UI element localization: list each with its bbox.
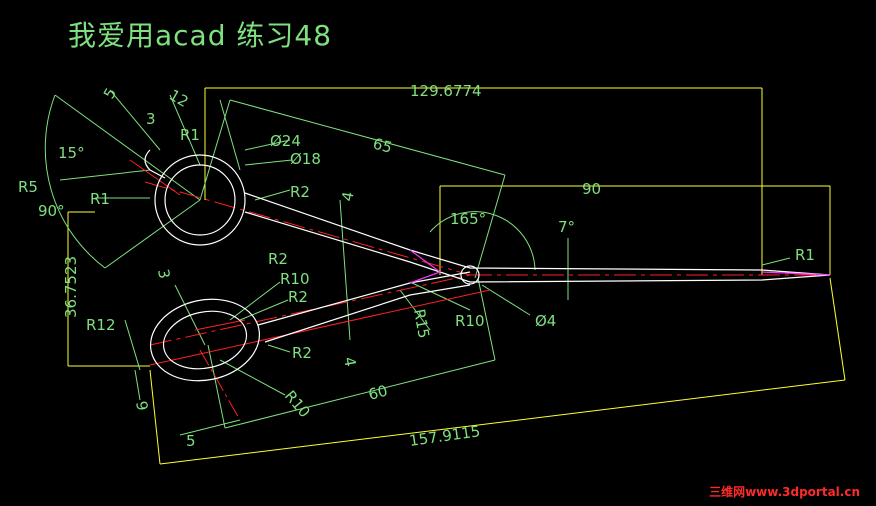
watermark-text: 三维网www.3dportal.cn	[709, 485, 860, 499]
dim-3-top: 3	[146, 110, 156, 128]
dim-12: 12	[166, 86, 192, 111]
dim-4-top: 4	[338, 190, 357, 203]
dim-165deg: 165°	[450, 210, 486, 228]
scissors-outline	[144, 149, 831, 382]
dim-15deg: 15°	[58, 144, 85, 162]
dim-r5: R5	[18, 178, 38, 196]
dim-r12: R12	[86, 316, 116, 334]
dim-r10-mid: R10	[280, 270, 310, 288]
dim-36: 36.7523	[62, 256, 80, 318]
dim-r2-bottom: R2	[292, 344, 312, 362]
dim-r1-tip: R1	[795, 246, 815, 264]
dim-dia18: Ø18	[290, 150, 321, 168]
dim-r1-left: R1	[90, 190, 110, 208]
dim-4-lower: 4	[340, 356, 359, 369]
dim-65: 65	[371, 134, 394, 156]
dim-5-top: 5	[100, 85, 120, 102]
dim-r15: R15	[410, 308, 433, 340]
dim-90deg: 90°	[38, 202, 65, 220]
extension-lines	[67, 87, 846, 465]
dim-3-lower: 3	[154, 268, 173, 281]
dim-r10-bottom: R10	[281, 387, 314, 421]
dim-90: 90	[582, 180, 601, 198]
dim-r2-lower: R2	[288, 288, 308, 306]
blade-highlights	[409, 249, 831, 284]
dimension-lines	[44, 89, 791, 436]
dim-r2-top: R2	[290, 183, 310, 201]
dim-7deg: 7°	[558, 218, 575, 236]
drawing-title: 我爱用acad 练习48	[68, 19, 333, 52]
dim-dia24: Ø24	[270, 132, 301, 150]
dim-r1-top: R1	[180, 126, 200, 144]
dim-157: 157.9115	[408, 422, 481, 450]
dim-r2-mid: R2	[268, 250, 288, 268]
dim-5-bottom: 5	[186, 432, 196, 450]
dim-r10-blade: R10	[455, 312, 485, 330]
dim-dia4: Ø4	[535, 312, 556, 330]
dimension-labels: 129.6774 65 90 60 157.9115 36.7523 5 3 1…	[18, 82, 815, 450]
dim-60: 60	[366, 382, 389, 404]
dim-9: 9	[132, 400, 151, 413]
center-lines	[129, 159, 830, 421]
dim-129: 129.6774	[410, 82, 482, 100]
